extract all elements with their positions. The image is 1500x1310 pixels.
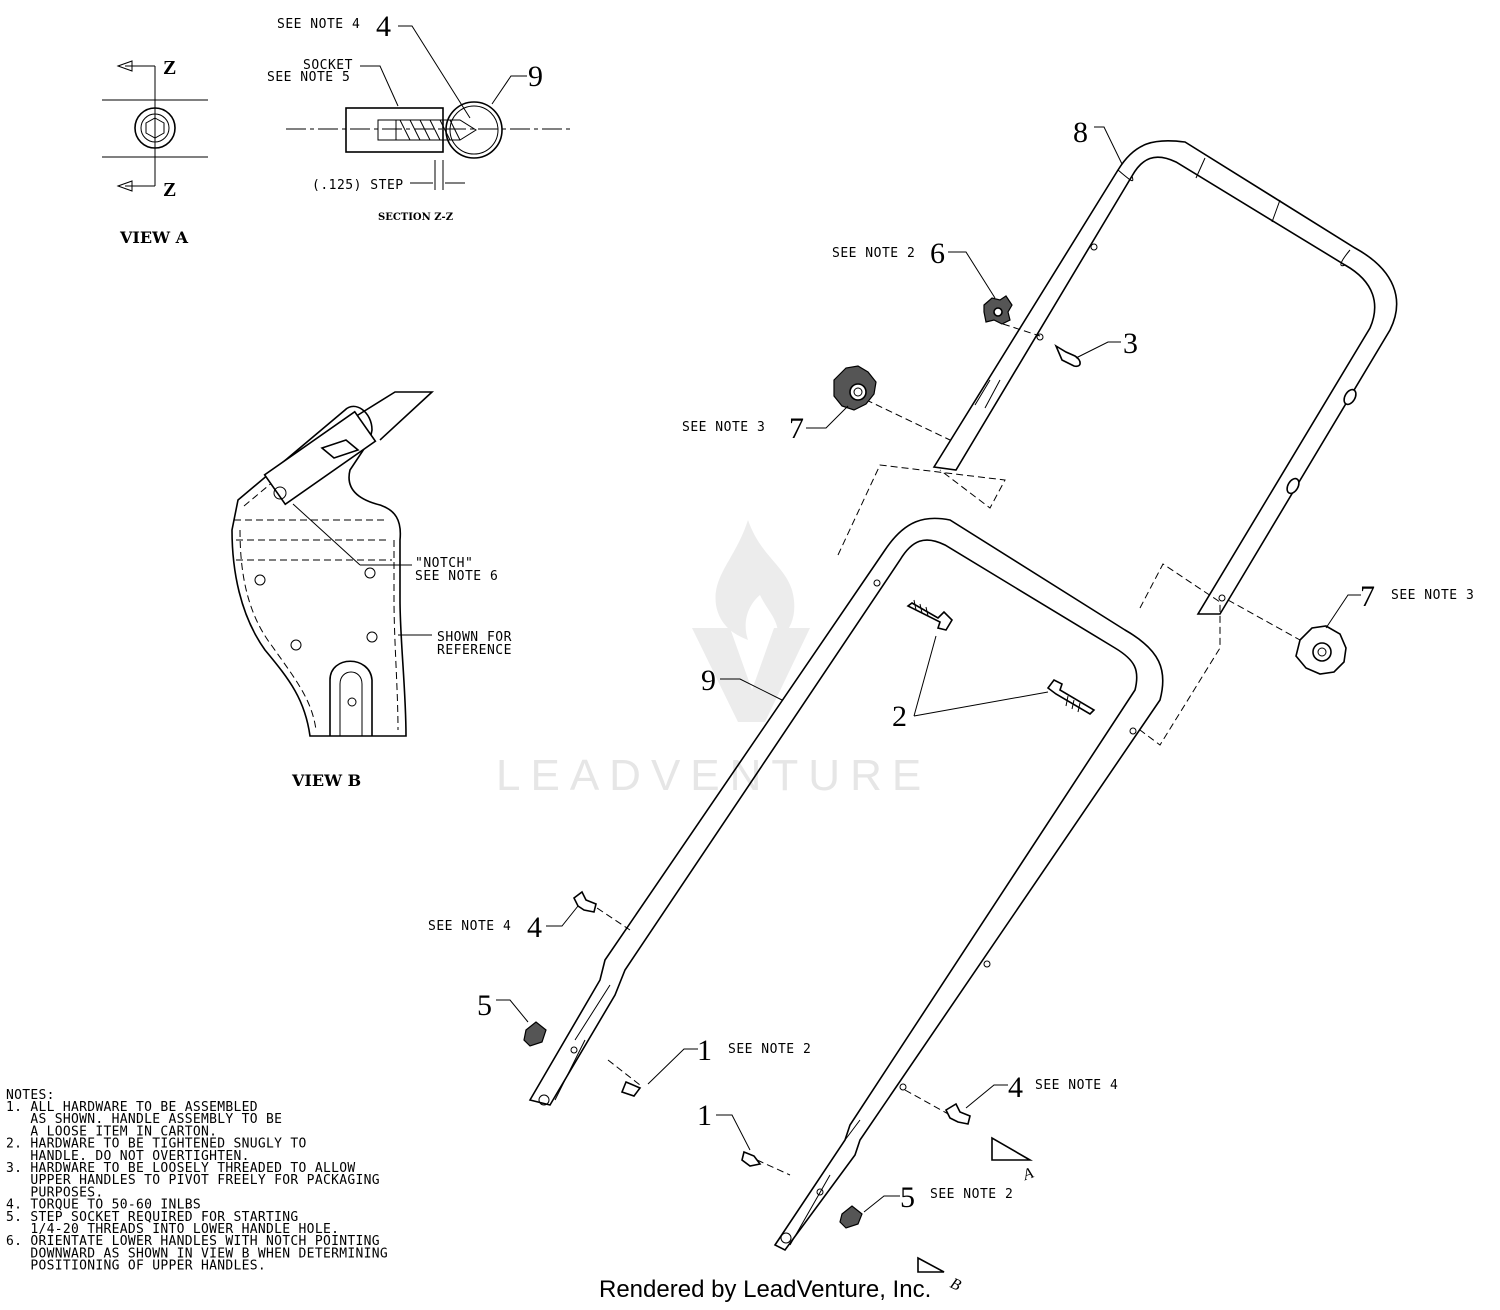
carriage-bolt-2b xyxy=(1046,678,1096,716)
note-line: 2. HARDWARE TO BE TIGHTENED SNUGLY TO xyxy=(6,1137,307,1152)
callout-7a-note: SEE NOTE 3 xyxy=(682,420,765,435)
callout-1a-number: 1 xyxy=(697,1034,712,1067)
section-zz: (.125) STEP SEE NOTE 4 4 SOCKET SEE NOTE… xyxy=(267,10,572,223)
note-line: AS SHOWN. HANDLE ASSEMBLY TO BE xyxy=(6,1112,282,1127)
callout-7b-number: 7 xyxy=(1360,580,1375,613)
carriage-bolt-2a xyxy=(906,599,954,631)
section-see-note-5: SEE NOTE 5 xyxy=(267,70,350,85)
callout-5b-note: SEE NOTE 2 xyxy=(930,1187,1013,1202)
section-callout-9: 9 xyxy=(528,60,543,93)
callout-4b-number: 4 xyxy=(1008,1071,1023,1104)
view-b-marker-label: B xyxy=(947,1275,963,1295)
callout-7a-number: 7 xyxy=(789,412,804,445)
bolt-part-4b xyxy=(944,1102,971,1125)
view-a-marker-label: A xyxy=(1020,1165,1036,1185)
watermark-text: LEADVENTURE xyxy=(496,751,931,800)
hardware xyxy=(523,295,1347,1229)
callout-4a-number: 4 xyxy=(527,911,542,944)
view-a-title: VIEW A xyxy=(119,228,189,247)
screw-part-1a xyxy=(620,1080,642,1097)
section-zz-title: SECTION Z-Z xyxy=(378,212,453,223)
view-markers: A B xyxy=(917,1136,1036,1295)
callout-1a-note: SEE NOTE 2 xyxy=(728,1042,811,1057)
note-line: POSITIONING OF UPPER HANDLES. xyxy=(6,1259,266,1274)
callout-9-number: 9 xyxy=(701,664,716,697)
nut-part-5b xyxy=(839,1205,863,1229)
view-b-title: VIEW B xyxy=(291,771,361,790)
view-b: "NOTCH" SEE NOTE 6 SHOWN FOR REFERENCE V… xyxy=(231,391,512,790)
note-line: 6. ORIENTATE LOWER HANDLES WITH NOTCH PO… xyxy=(6,1234,380,1249)
view-b-see-note-6: SEE NOTE 6 xyxy=(415,569,498,584)
view-a-marker-icon xyxy=(991,1136,1033,1161)
note-line: UPPER HANDLES TO PIVOT FREELY FOR PACKAG… xyxy=(6,1173,380,1188)
view-a-z-bottom-label: Z xyxy=(163,179,176,201)
knob-part-7a xyxy=(833,365,877,411)
note-line: A LOOSE ITEM IN CARTON. xyxy=(6,1124,217,1139)
lower-handle-tube-section xyxy=(445,101,503,159)
callout-4b-note: SEE NOTE 4 xyxy=(1035,1078,1118,1093)
callout-5a-number: 5 xyxy=(477,989,492,1022)
note-line: 3. HARDWARE TO BE LOOSELY THREADED TO AL… xyxy=(6,1161,355,1176)
callout-7b-note: SEE NOTE 3 xyxy=(1391,588,1474,603)
view-b-reference: REFERENCE xyxy=(437,643,512,658)
alignment-guides xyxy=(587,323,1301,1176)
screw-part-1b xyxy=(741,1150,762,1167)
watermark-logo-icon xyxy=(692,520,810,722)
note-line: 5. STEP SOCKET REQUIRED FOR STARTING xyxy=(6,1210,299,1225)
watermark: LEADVENTURE xyxy=(496,520,931,800)
upper-handle xyxy=(932,139,1398,615)
view-a-z-top-label: Z xyxy=(163,57,176,79)
callout-6-note: SEE NOTE 2 xyxy=(832,246,915,261)
callout-5b-number: 5 xyxy=(900,1181,915,1214)
note-line: HANDLE. DO NOT OVERTIGHTEN. xyxy=(6,1149,250,1164)
section-socket-label: SOCKET xyxy=(303,58,353,73)
notes-block: NOTES: 1. ALL HARDWARE TO BE ASSEMBLED A… xyxy=(6,1088,388,1274)
note-line: 1/4-20 THREADS INTO LOWER HANDLE HOLE. xyxy=(6,1222,339,1237)
nut-part-5a xyxy=(523,1021,547,1047)
view-b-marker-icon xyxy=(917,1256,945,1273)
callout-1b-number: 1 xyxy=(697,1099,712,1132)
footer-rendered-by: Rendered by LeadVenture, Inc. xyxy=(599,1276,931,1303)
callout-3-number: 3 xyxy=(1123,327,1138,360)
bolt-part-4a xyxy=(572,890,597,913)
callout-6-number: 6 xyxy=(930,237,945,270)
view-b-shown-for: SHOWN FOR xyxy=(437,630,512,645)
section-callout-4: 4 xyxy=(376,10,391,43)
note-line: 1. ALL HARDWARE TO BE ASSEMBLED xyxy=(6,1100,258,1115)
view-a: Z Z VIEW A xyxy=(102,57,208,247)
notes-lines: 1. ALL HARDWARE TO BE ASSEMBLED AS SHOWN… xyxy=(6,1100,388,1274)
lower-handle xyxy=(528,517,1164,1252)
callout-8-number: 8 xyxy=(1073,116,1088,149)
view-b-notch-label: "NOTCH" xyxy=(415,556,473,571)
callout-4a-note: SEE NOTE 4 xyxy=(428,919,511,934)
socket-shape xyxy=(345,107,444,153)
note-line: 4. TORQUE TO 50-60 INLBS xyxy=(6,1198,201,1213)
notes-heading: NOTES: xyxy=(6,1088,55,1103)
step-dimension-label: (.125) STEP xyxy=(312,178,404,193)
bolt-part-3 xyxy=(1054,344,1081,368)
callouts: 8 SEE NOTE 2 6 3 SEE NOTE 3 7 7 SEE NOTE… xyxy=(428,116,1474,1214)
callout-2-number: 2 xyxy=(892,700,907,733)
section-see-note-4: SEE NOTE 4 xyxy=(277,17,360,32)
note-line: PURPOSES. xyxy=(6,1185,104,1200)
knob-part-6 xyxy=(983,295,1013,325)
knob-part-7b xyxy=(1295,625,1347,675)
note-line: DOWNWARD AS SHOWN IN VIEW B WHEN DETERMI… xyxy=(6,1246,388,1261)
